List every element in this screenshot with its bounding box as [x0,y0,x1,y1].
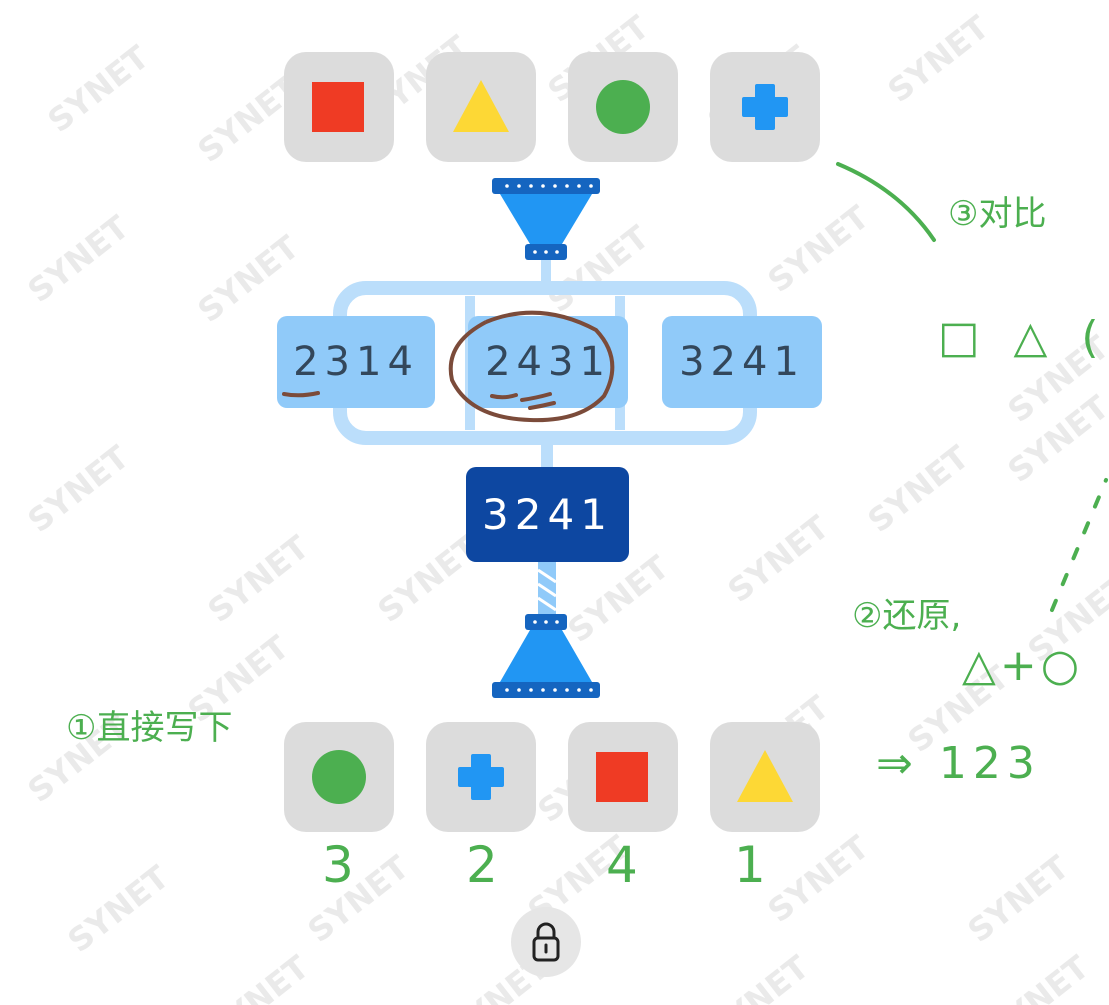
bottom-number: 4 [606,836,638,894]
annotation-step3-shapes: □ △ ( [938,312,1109,363]
triangle-icon [737,750,793,802]
candidate-code-3[interactable]: 3241 [662,316,822,408]
annotation-step1: ①直接写下 [66,700,232,749]
annotation-step2: ②还原, [852,588,961,637]
annotation-step3-shapes-text: □ △ ( [938,312,1109,363]
top-funnel-bar [492,178,600,194]
lock-button[interactable] [511,907,581,977]
annotation-step2-text: ②还原, [852,596,962,636]
bottom-tile-triangle[interactable] [710,722,820,832]
bottom-funnel-body [500,630,592,682]
bottom-funnel-bar [492,682,600,698]
underline-mark [520,392,552,402]
cross-icon [458,754,504,800]
top-tile-cross[interactable] [710,52,820,162]
bottom-number: 1 [734,836,766,894]
top-tile-square[interactable] [284,52,394,162]
candidate-code-text: 2431 [485,339,611,385]
circle-icon [312,750,366,804]
annotation-step2-result-text: ⇒ 123 [876,738,1041,789]
result-code: 3241 [466,467,629,562]
circle-icon [596,80,650,134]
pointer-stroke [836,162,936,242]
candidate-code-text: 2314 [293,339,419,385]
circle-mark [448,310,615,423]
triangle-icon [453,80,509,132]
bottom-tile-circle[interactable] [284,722,394,832]
underline-mark [490,393,518,400]
bottom-number: 3 [322,836,354,894]
square-icon [596,752,648,802]
result-code-text: 3241 [482,490,613,539]
candidate-code-text: 3241 [679,339,805,385]
underline-mark [528,401,556,410]
bottom-tile-square[interactable] [568,722,678,832]
lock-icon [532,922,560,962]
top-tile-triangle[interactable] [426,52,536,162]
top-funnel-body [500,194,592,244]
dashed-stroke [1050,478,1108,612]
annotation-step3-text: ③对比 [948,194,1047,234]
cross-icon [742,84,788,130]
annotation-step2-detail-text: △+○ [962,640,1084,691]
underline-mark [282,391,320,398]
annotation-step2-result: ⇒ 123 [876,738,1041,789]
square-icon [312,82,364,132]
bottom-number: 2 [466,836,498,894]
annotation-step3: ③对比 [948,186,1046,235]
annotation-step2-detail: △+○ [962,640,1083,691]
candidate-code-1[interactable]: 2314 [277,316,435,408]
annotation-step1-text: ①直接写下 [66,708,233,748]
bottom-tile-cross[interactable] [426,722,536,832]
top-tile-circle[interactable] [568,52,678,162]
